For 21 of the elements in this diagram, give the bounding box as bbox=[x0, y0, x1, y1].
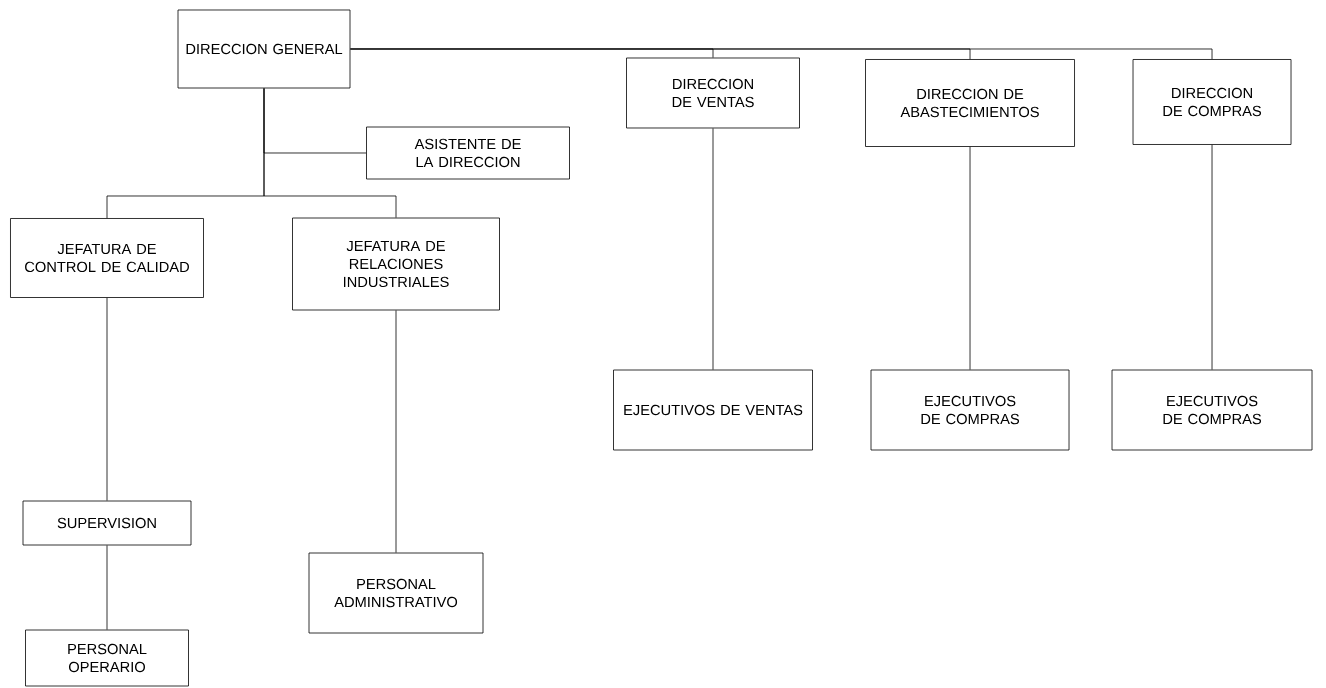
org-box: ASISTENTE DE LA DIRECCION bbox=[366, 126, 570, 180]
org-box: DIRECCION DE VENTAS bbox=[626, 57, 800, 129]
org-box: JEFATURA DE CONTROL DE CALIDAD bbox=[10, 218, 204, 298]
connector-line bbox=[106, 297, 108, 501]
org-box: DIRECCION GENERAL bbox=[177, 9, 351, 89]
org-box: DIRECCION DE COMPRAS bbox=[1132, 59, 1292, 145]
connector-line bbox=[969, 146, 971, 370]
org-box: PERSONAL ADMINISTRATIVO bbox=[308, 552, 484, 634]
org-box: EJECUTIVOS DE COMPRAS bbox=[870, 369, 1070, 451]
org-box: DIRECCION DE ABASTECIMIENTOS bbox=[865, 59, 1075, 147]
connector-line bbox=[350, 48, 1213, 60]
connector-line bbox=[712, 128, 714, 370]
org-box: JEFATURA DE RELACIONES INDUSTRIALES bbox=[292, 217, 500, 311]
connector-line bbox=[106, 545, 108, 630]
connector-line bbox=[263, 88, 397, 218]
org-box: EJECUTIVOS DE COMPRAS bbox=[1111, 369, 1313, 451]
org-box: PERSONAL OPERARIO bbox=[25, 629, 189, 687]
connector-line bbox=[1211, 144, 1213, 370]
org-box: SUPERVISION bbox=[22, 500, 192, 546]
org-box: EJECUTIVOS DE VENTAS bbox=[613, 369, 813, 451]
connector-line bbox=[395, 310, 397, 553]
